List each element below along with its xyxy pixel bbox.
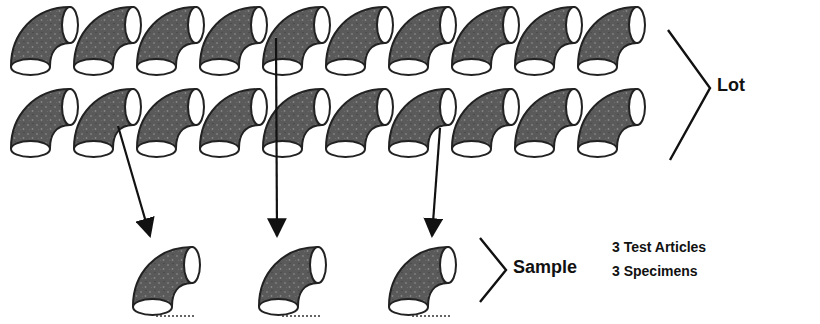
sample-elbows: [133, 247, 456, 315]
pipe-elbow: [137, 89, 204, 157]
pipe-elbow: [11, 89, 78, 157]
pipe-elbow: [326, 89, 393, 157]
sample-elbow: [389, 247, 456, 315]
sample-note: 3 Test Articles: [612, 240, 706, 255]
pipe-elbow: [74, 7, 141, 75]
pipe-elbow: [11, 7, 78, 75]
specimen-cut-lines: [156, 315, 452, 317]
brackets: [480, 30, 710, 302]
pipe-elbow: [515, 7, 582, 75]
lot-elbows: [11, 7, 645, 157]
pipe-elbow: [200, 7, 267, 75]
pipe-elbow: [578, 7, 645, 75]
pipe-elbow: [578, 89, 645, 157]
selection-arrows: [118, 38, 440, 236]
pipe-elbow: [263, 7, 330, 75]
sample-elbow: [259, 247, 326, 315]
pipe-elbow: [137, 7, 204, 75]
pipe-elbow: [263, 89, 330, 157]
pipe-elbow: [326, 7, 393, 75]
pipe-elbow: [452, 89, 519, 157]
sample-elbow: [133, 247, 200, 315]
pipe-elbow: [515, 89, 582, 157]
pipe-elbow: [200, 89, 267, 157]
group-label: Sample: [513, 258, 577, 278]
pipe-elbow: [452, 7, 519, 75]
pipe-elbow: [389, 7, 456, 75]
pipe-elbow: [74, 89, 141, 157]
group-label: Lot: [717, 76, 745, 96]
sample-note: 3 Specimens: [612, 264, 698, 279]
pipe-elbow: [389, 89, 456, 157]
